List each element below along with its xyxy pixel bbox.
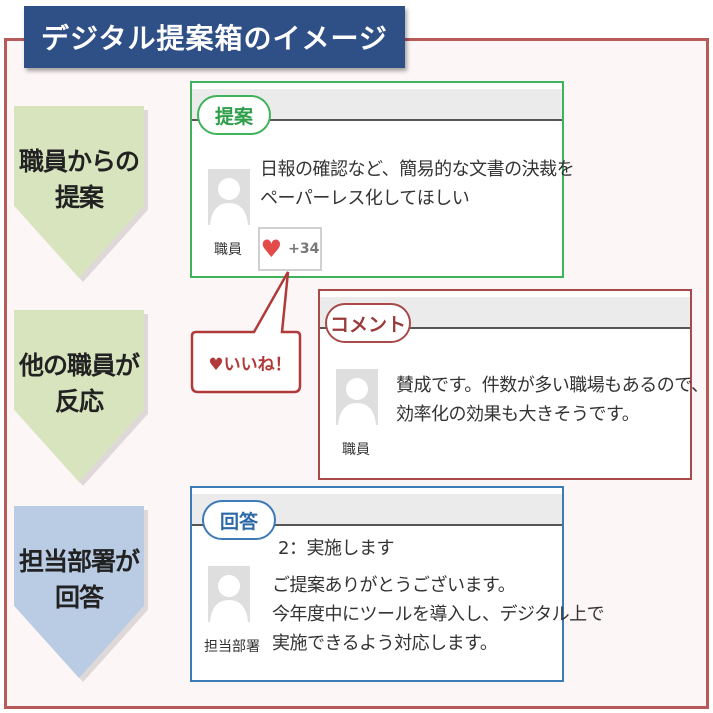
like-callout-text: ♥いいね！ bbox=[208, 354, 292, 375]
page-title: デジタル提案箱のイメージ bbox=[41, 22, 388, 55]
step-label: 提案 bbox=[54, 183, 104, 212]
title-banner: デジタル提案箱のイメージ bbox=[24, 6, 405, 68]
avatar bbox=[336, 369, 378, 425]
like-count: +34 bbox=[288, 241, 320, 257]
step-label: 他の職員が bbox=[18, 351, 140, 380]
author-label: 担当部署 bbox=[204, 639, 260, 655]
comment-text-line: 効率化の効果も大きそうです。 bbox=[396, 404, 640, 425]
answer-text-line: 今年度中にツールを導入し、デジタル上で bbox=[272, 604, 605, 625]
person-icon bbox=[210, 178, 248, 225]
comment-card: コメント 職員 賛成です。件数が多い職場もあるので、 効率化の効果も大きそうです… bbox=[318, 289, 709, 480]
proposal-label: 提案 bbox=[197, 95, 271, 135]
step-label: 職員からの bbox=[18, 147, 140, 176]
author-label: 職員 bbox=[214, 242, 242, 258]
avatar bbox=[208, 169, 250, 225]
person-icon bbox=[210, 575, 248, 622]
avatar bbox=[208, 566, 250, 622]
like-button[interactable]: ♥ +34 bbox=[258, 227, 322, 271]
comment-label: コメント bbox=[325, 303, 411, 343]
proposal-text-line: 日報の確認など、簡易的な文書の決裁を bbox=[260, 159, 575, 180]
heart-icon: ♥ bbox=[260, 235, 283, 263]
answer-label: 回答 bbox=[202, 500, 276, 540]
step-label: 担当部署が bbox=[18, 547, 140, 576]
step-label: 反応 bbox=[54, 387, 104, 416]
like-callout-bubble bbox=[190, 271, 302, 394]
answer-text-line: 実施できるよう対応します。 bbox=[272, 633, 498, 654]
answer-status: 2：実施します bbox=[278, 538, 394, 559]
person-icon bbox=[338, 378, 376, 425]
step-label: 回答 bbox=[54, 583, 104, 612]
proposal-card: 提案 職員 日報の確認など、簡易的な文書の決裁を ペーパーレス化してほしい ♥ … bbox=[190, 81, 575, 278]
author-label: 職員 bbox=[342, 442, 370, 458]
answer-text-line: ご提案ありがとうございます。 bbox=[272, 575, 516, 596]
answer-card: 回答 2：実施します 担当部署 ご提案ありがとうございます。 今年度中にツールを… bbox=[190, 486, 605, 682]
comment-text-line: 賛成です。件数が多い職場もあるので、 bbox=[396, 375, 709, 396]
proposal-text-line: ペーパーレス化してほしい bbox=[260, 188, 470, 209]
